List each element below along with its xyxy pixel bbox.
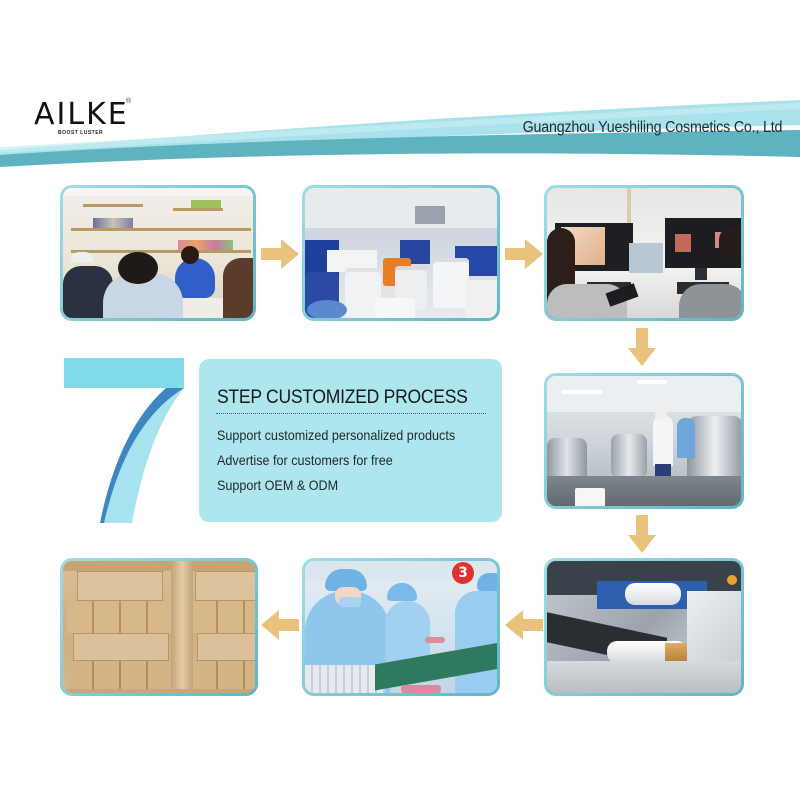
step-7-photo-carton-storage (60, 558, 258, 696)
header: AILKE ® BOOST LUSTER Guangzhou Yueshilin… (0, 0, 800, 175)
header-swoosh-decoration (0, 100, 800, 167)
logo-tagline: BOOST LUSTER (58, 130, 104, 136)
info-line-2: Advertise for customers for free (217, 452, 393, 468)
step-5-photo-filling-machine (544, 558, 744, 696)
arrow-left-icon (505, 610, 543, 640)
company-name: Guangzhou Yueshiling Cosmetics Co., Ltd (522, 119, 782, 136)
info-line-1: Support customized personalized products (217, 427, 456, 443)
info-title: STEP CUSTOMIZED PROCESS (217, 386, 468, 408)
dotted-divider (216, 413, 486, 414)
arrow-right-icon (505, 239, 543, 269)
arrow-down-icon (628, 328, 656, 366)
info-line-3: Support OEM & ODM (217, 477, 339, 493)
number-badge: 3 (452, 562, 474, 584)
arrow-right-icon (261, 239, 299, 269)
info-panel: STEP CUSTOMIZED PROCESS Support customiz… (199, 359, 502, 522)
logo-wordmark: AILKE (34, 97, 129, 132)
registered-mark: ® (126, 98, 132, 105)
step-2-photo-raw-materials (302, 185, 500, 321)
arrow-down-icon (628, 515, 656, 553)
step-3-photo-packaging-design (544, 185, 744, 321)
big-number-seven: 7 (64, 358, 184, 523)
arrow-left-icon (261, 610, 299, 640)
step-1-photo-showroom (60, 185, 256, 321)
step-4-photo-mixing-production (544, 373, 744, 509)
step-6-photo-manual-packing: 3 (302, 558, 500, 696)
brand-logo: AILKE ® BOOST LUSTER (34, 97, 132, 136)
